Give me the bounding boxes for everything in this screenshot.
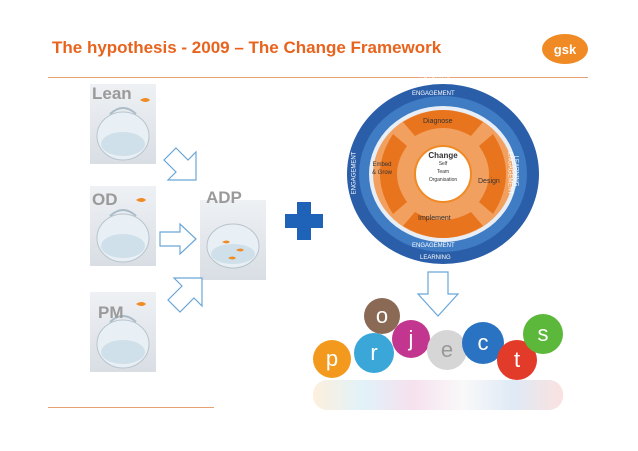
cycle-engagement-right: ENGAGEMENT	[506, 151, 513, 195]
bottom-rule	[48, 407, 214, 408]
letter-ball-o: o	[364, 298, 400, 334]
top-rule	[48, 77, 588, 78]
letter-ball-j: j	[392, 320, 430, 358]
embed-line1: Embed	[372, 162, 392, 168]
pm-bowl-card	[90, 292, 156, 372]
fishbowl-icon	[96, 98, 150, 161]
cycle-engagement-top: ENGAGEMENT	[412, 91, 455, 97]
arrow-down-icon	[416, 271, 460, 317]
cycle-learning-bottom: LEARNING	[420, 255, 451, 261]
fishbowl-icon	[96, 302, 150, 369]
cycle-learning-right: LEARNING	[512, 155, 519, 187]
cycle-learning-top: LEARNING	[420, 78, 451, 84]
lean-bowl-card	[90, 84, 156, 164]
letter-c: c	[477, 330, 489, 355]
change-cycle-diagram	[347, 84, 539, 264]
letter-s: s	[537, 321, 549, 346]
letter-t: t	[513, 347, 521, 372]
cycle-engagement-bottom: ENGAGEMENT	[412, 243, 455, 249]
letter-j: j	[408, 326, 414, 351]
adp-label: ADP	[206, 188, 242, 207]
fishbowl-icon	[206, 223, 260, 269]
cycle-design-label: Design	[478, 178, 500, 185]
pm-label: PM	[98, 303, 124, 322]
letter-e: e	[440, 337, 454, 362]
cycle-embed-label: Embed & Grow	[372, 161, 392, 177]
cycle-diagnose-label: Diagnose	[423, 118, 453, 125]
od-bowl-card	[90, 186, 156, 266]
center-line2: Self	[438, 161, 448, 167]
letter-ball-p: p	[313, 340, 351, 378]
letter-ball-e: e	[427, 330, 467, 370]
letter-o: o	[375, 303, 389, 328]
cycle-engagement-left: ENGAGEMENT	[351, 151, 358, 195]
letter-ball-s: s	[523, 314, 563, 354]
center-line3: Team	[436, 169, 450, 175]
cycle-center-label: Change Self Team Organisation	[415, 152, 471, 184]
arrow-up-right-icon	[167, 277, 203, 313]
letter-reflections	[313, 380, 563, 410]
center-line4: Organisation	[428, 177, 458, 183]
cycle-implement-label: Implement	[418, 215, 451, 222]
lean-label: Lean	[92, 84, 132, 103]
logo-text: gsk	[553, 41, 577, 57]
arrow-right-icon	[159, 222, 197, 256]
plus-icon	[285, 202, 323, 240]
gsk-logo: gsk	[542, 34, 588, 64]
center-line1: Change	[428, 151, 458, 160]
arrow-down-right-icon	[163, 147, 197, 181]
od-label: OD	[92, 190, 118, 209]
letter-ball-r: r	[354, 333, 394, 373]
letter-p: p	[325, 346, 339, 371]
letter-r: r	[370, 340, 378, 365]
embed-line2: & Grow	[372, 170, 393, 176]
fishbowl-icon	[96, 198, 150, 263]
cycle-learning-left: LEARNING	[335, 155, 342, 187]
adp-bowl-card	[200, 200, 266, 280]
slide-title: The hypothesis - 2009 – The Change Frame…	[52, 38, 442, 57]
